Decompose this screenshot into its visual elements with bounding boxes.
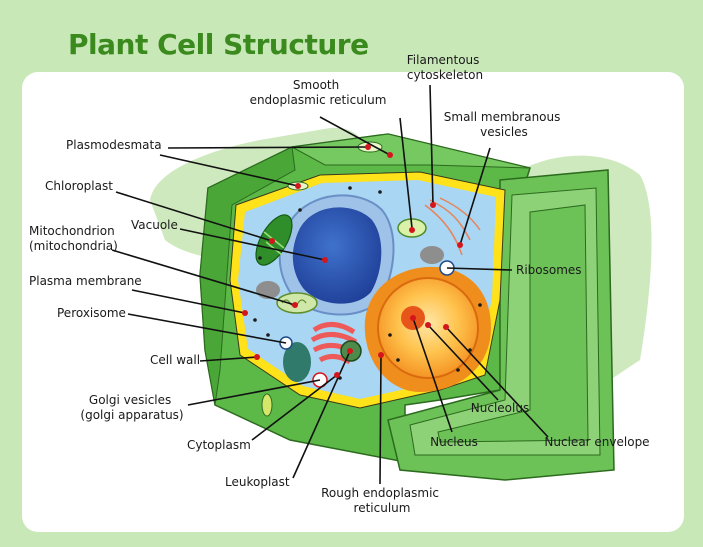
label-leukoplast: Leukoplast <box>225 475 290 489</box>
label-filamentous-cytoskeleton: Filamentous cytoskeleton <box>407 53 483 82</box>
label-plasmodesmata: Plasmodesmata <box>66 138 162 152</box>
label-small-membranous-vesicles: Small membranous vesicles <box>444 110 564 139</box>
cell-wall-left-face <box>199 146 296 406</box>
label-nucleus: Nucleus <box>430 435 478 449</box>
cell-wall-top-face <box>290 133 531 169</box>
neighbour-cell-inner-wall <box>437 204 589 443</box>
label-nucleolus: Nucleolus <box>471 401 529 415</box>
label-nuclear-envelope: Nuclear envelope <box>544 435 649 449</box>
pointer-dots <box>242 144 463 378</box>
organelle-gray <box>420 246 444 264</box>
vacuole-shape <box>292 207 382 304</box>
label-mitochondrion: Mitochondrion (mitochondria) <box>29 224 119 253</box>
label-chloroplast: Chloroplast <box>45 179 113 193</box>
leader-lines <box>111 84 549 485</box>
label-ribosomes: Ribosomes <box>516 263 582 277</box>
label-vacuole: Vacuole <box>131 218 178 232</box>
label-peroxisome: Peroxisome <box>57 306 126 320</box>
label-rough-er: Rough endoplasmic reticulum <box>321 486 443 515</box>
label-cytoplasm: Cytoplasm <box>187 438 251 452</box>
label-golgi-vesicles: Golgi vesicles (golgi apparatus) <box>80 393 183 422</box>
cytoskeleton-filaments <box>424 197 481 256</box>
wall-pit <box>261 393 273 417</box>
organelle-teal <box>283 342 311 382</box>
label-smooth-er: Smooth endoplasmic reticulum <box>250 78 387 107</box>
label-plasma-membrane: Plasma membrane <box>29 274 142 288</box>
label-cell-wall: Cell wall <box>150 353 200 367</box>
diagram-title: Plant Cell Structure <box>68 28 369 61</box>
